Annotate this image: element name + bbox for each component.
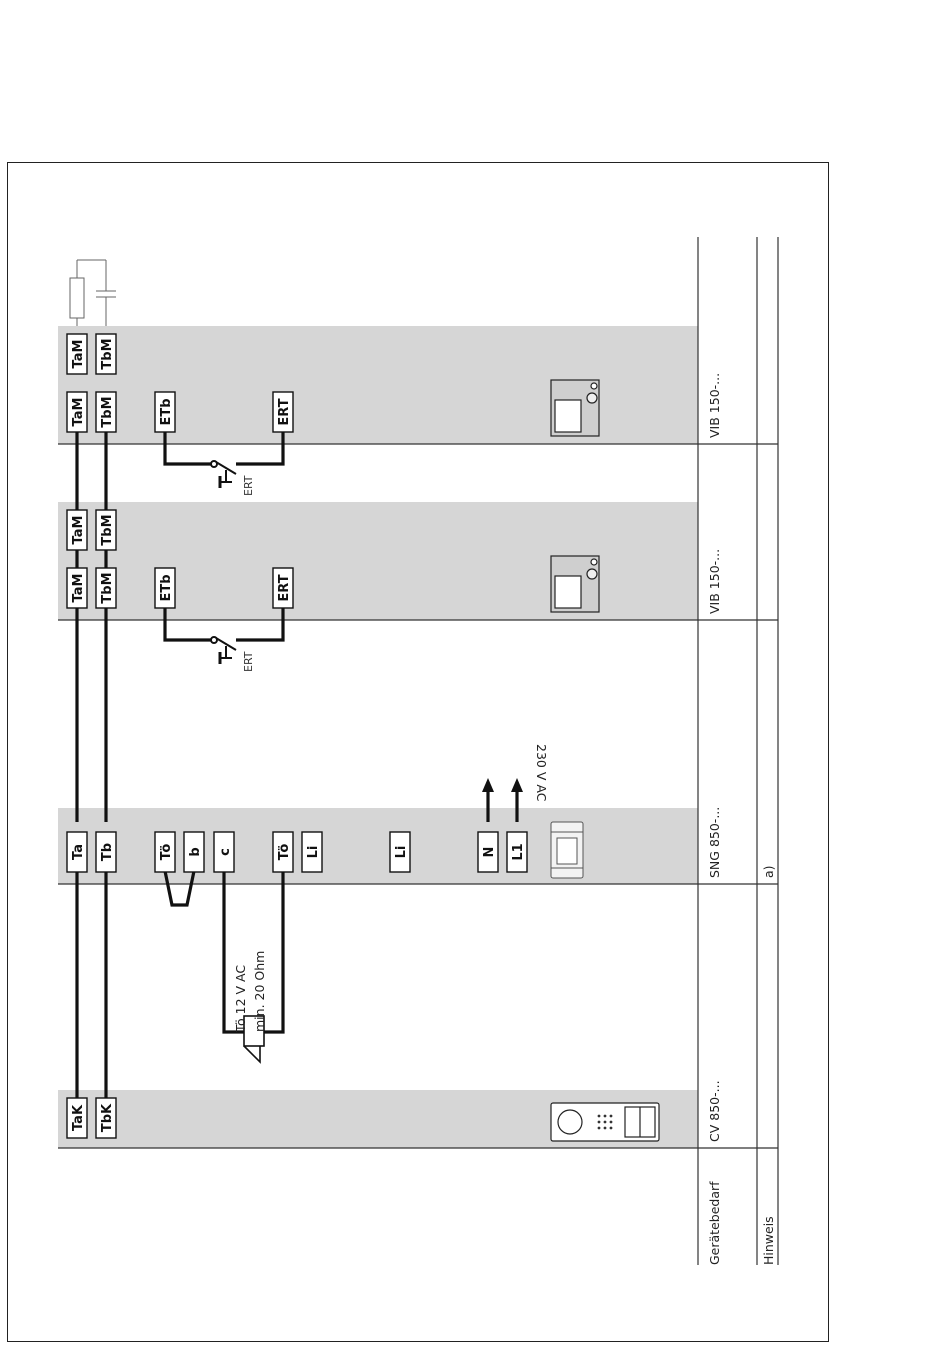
svg-text:Li: Li [306, 846, 321, 859]
svg-text:TbM: TbM [100, 396, 115, 427]
svg-text:TaM: TaM [71, 340, 86, 369]
terminal-vib1-tbm-in: TbM [96, 568, 116, 608]
geraetebedarf-label: Gerätebedarf [707, 1181, 722, 1265]
terminal-sng-li-1: Li [302, 832, 322, 872]
svg-text:Tb: Tb [100, 843, 115, 861]
ert-label-1: ERT [242, 651, 255, 672]
termination-rc-icon [70, 260, 116, 326]
terminal-cv-tak: TaK [67, 1098, 87, 1138]
terminal-vib1-tam-out: TaM [67, 510, 87, 550]
hinweis-sng-note: a) [761, 865, 776, 878]
terminal-sng-li-2: Li [390, 832, 410, 872]
svg-text:ERT: ERT [277, 574, 292, 601]
band-vib1 [58, 502, 698, 620]
terminal-vib1-tbm-out: TbM [96, 510, 116, 550]
ert-button-1 [211, 637, 236, 664]
door-opener-label-1: Tö 12 V AC [233, 965, 248, 1033]
svg-text:Ta: Ta [71, 844, 86, 860]
svg-text:TaM: TaM [71, 574, 86, 603]
ert-button-2 [211, 461, 236, 488]
terminal-sng-toe-1: Tö [155, 832, 175, 872]
terminal-sng-l1: L1 [507, 832, 527, 872]
ert-label-2: ERT [242, 475, 255, 496]
device-cv-name: CV 850-... [707, 1080, 722, 1142]
terminal-sng-n: N [478, 832, 498, 872]
terminal-sng-toe-2: Tö [273, 832, 293, 872]
band-vib2 [58, 326, 698, 444]
svg-text:TaM: TaM [71, 398, 86, 427]
svg-text:L1: L1 [511, 843, 526, 860]
terminal-cv-tbk: TbK [96, 1098, 116, 1138]
vib2-video-indoor-station-icon [551, 380, 599, 436]
terminal-vib2-tam-in: TaM [67, 392, 87, 432]
terminal-sng-tb: Tb [96, 832, 116, 872]
mains-label: 230 V AC [534, 744, 549, 802]
device-vib2-name: VIB 150-... [707, 373, 722, 438]
svg-text:ETb: ETb [159, 398, 174, 425]
svg-text:TaM: TaM [71, 516, 86, 545]
device-sng-name: SNG 850-... [707, 807, 722, 878]
sng-power-supply-icon [551, 822, 583, 878]
terminal-vib2-etb: ETb [155, 392, 175, 432]
terminal-vib2-tbm-in: TbM [96, 392, 116, 432]
svg-text:c: c [218, 848, 233, 856]
mains-arrows [482, 778, 523, 792]
svg-text:Li: Li [394, 846, 409, 859]
svg-text:Tö: Tö [159, 844, 174, 861]
terminal-vib1-etb: ETb [155, 568, 175, 608]
svg-text:ERT: ERT [277, 398, 292, 425]
hinweis-label: Hinweis [761, 1216, 776, 1265]
terminal-vib1-ert: ERT [273, 568, 293, 608]
terminal-vib2-tbm-out: TbM [96, 334, 116, 374]
terminal-vib2-tam-out: TaM [67, 334, 87, 374]
svg-text:TaK: TaK [71, 1104, 86, 1131]
door-opener-label-2: min. 20 Ohm [252, 951, 267, 1032]
cv-door-station-icon [551, 1103, 659, 1141]
svg-text:N: N [482, 847, 497, 858]
vib1-video-indoor-station-icon [551, 556, 599, 612]
svg-text:TbM: TbM [100, 572, 115, 603]
svg-text:ETb: ETb [159, 574, 174, 601]
svg-text:Tö: Tö [277, 844, 292, 861]
band-sng [58, 808, 698, 884]
device-vib1-name: VIB 150-... [707, 549, 722, 614]
terminal-sng-b: b [184, 832, 204, 872]
svg-text:TbM: TbM [100, 514, 115, 545]
terminal-vib2-ert: ERT [273, 392, 293, 432]
svg-text:TbM: TbM [100, 338, 115, 369]
terminal-sng-ta: Ta [67, 832, 87, 872]
terminal-vib1-tam-in: TaM [67, 568, 87, 608]
svg-text:b: b [188, 847, 203, 856]
terminal-sng-c: c [214, 832, 234, 872]
svg-text:TbK: TbK [100, 1103, 115, 1132]
